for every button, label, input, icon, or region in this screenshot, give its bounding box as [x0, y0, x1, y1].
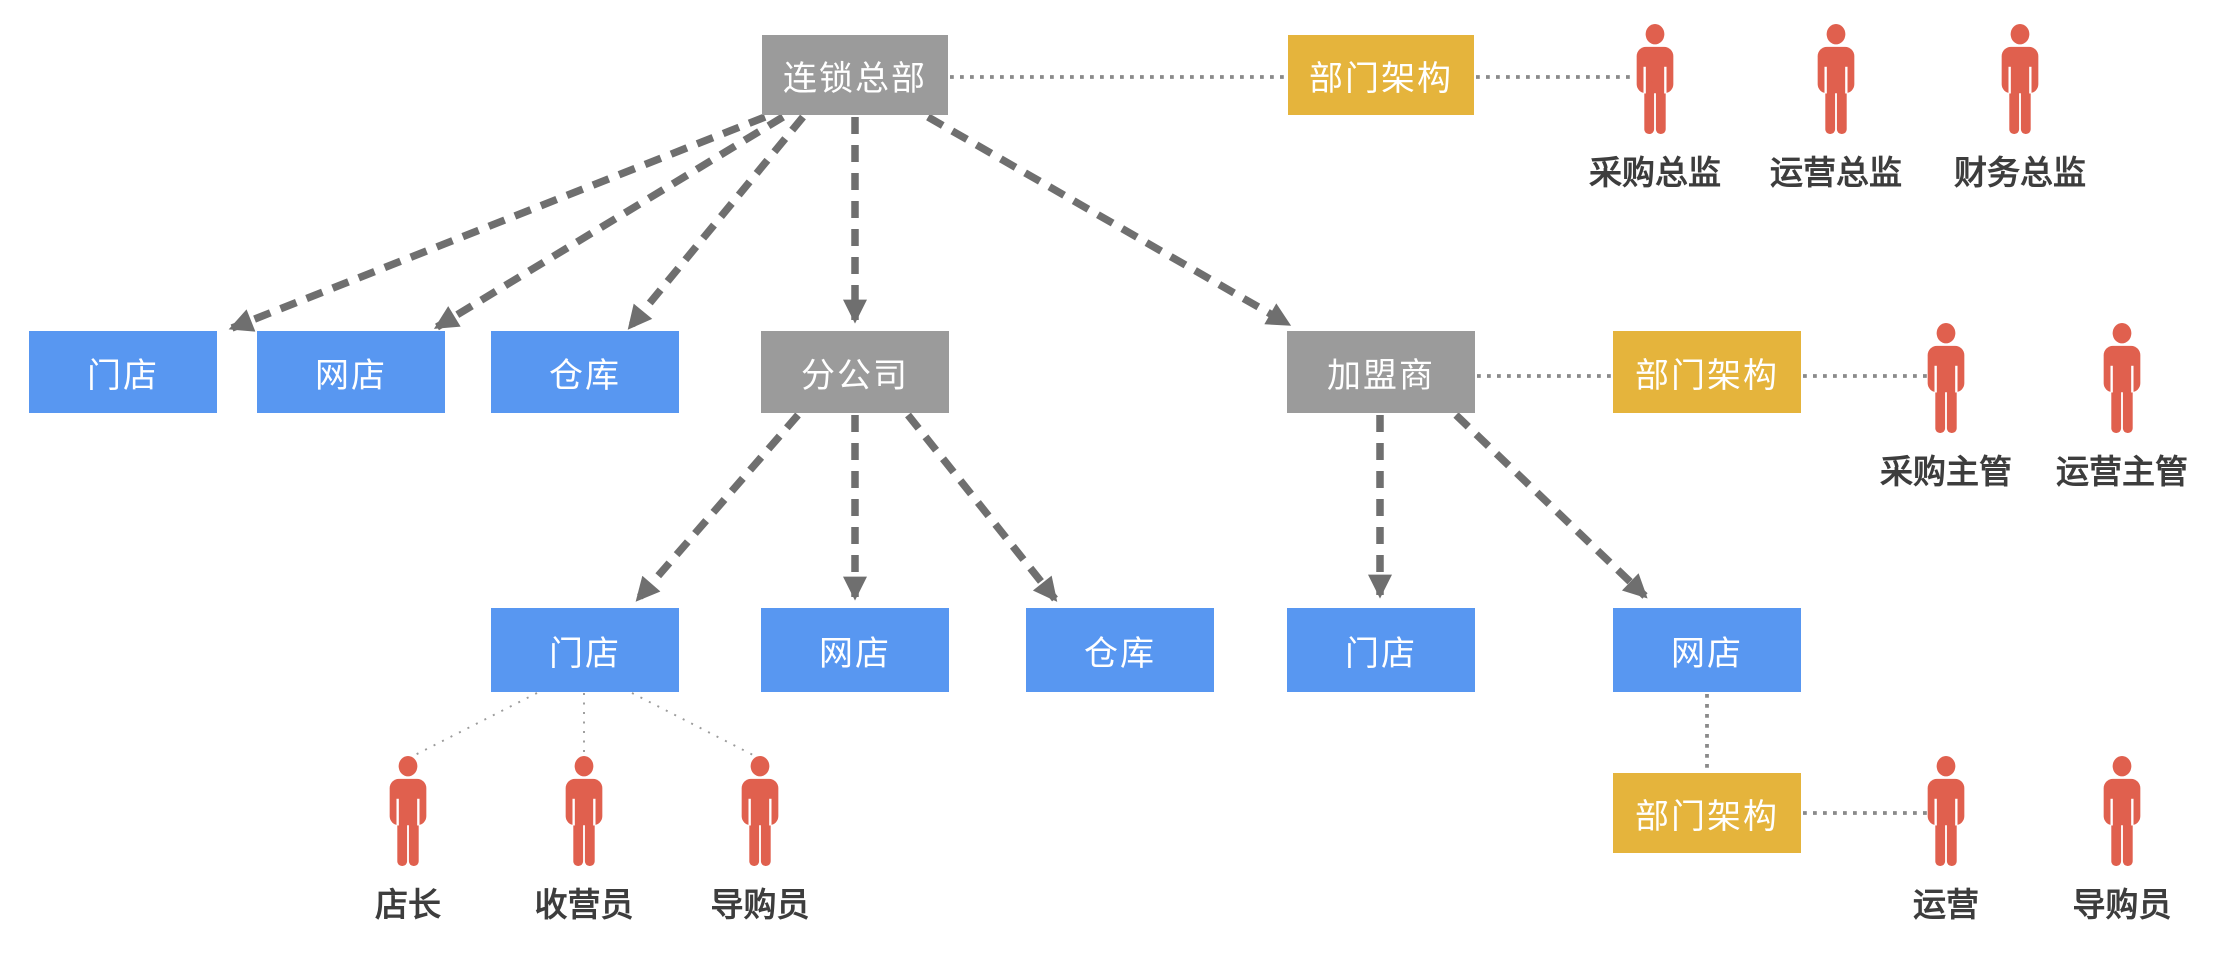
- node-label: 网店: [819, 634, 891, 673]
- edge-hq-to-warehouse: [627, 114, 806, 330]
- person-operation-supervisor: 运营主管: [2032, 323, 2212, 488]
- node-label: 部门架构: [1635, 797, 1779, 836]
- node-label: 网店: [315, 356, 387, 395]
- node-dept-top: 部门架构: [1288, 35, 1474, 115]
- node-dept-bottom: 部门架构: [1613, 773, 1801, 853]
- node-web-fr: 网店: [1613, 608, 1801, 692]
- person-label: 导购员: [710, 886, 810, 923]
- edge-hq-to-webstore: [433, 113, 785, 331]
- node-label: 门店: [549, 634, 621, 673]
- person-icon: [2100, 323, 2144, 433]
- node-label: 门店: [1345, 634, 1417, 673]
- node-store-branch: 门店: [491, 608, 679, 692]
- person-icon: [562, 756, 606, 866]
- node-label: 网店: [1671, 634, 1743, 673]
- node-label: 部门架构: [1635, 356, 1779, 395]
- person-store-manager: 店长: [318, 756, 498, 921]
- node-hq: 连锁总部: [762, 35, 948, 115]
- node-label: 部门架构: [1309, 59, 1453, 98]
- fine-dotted-store-to-manager: [412, 692, 538, 757]
- person-operation-director: 运营总监: [1746, 24, 1926, 189]
- person-operation: 运营: [1856, 756, 2036, 921]
- person-icon: [1998, 24, 2042, 134]
- node-wh-branch: 仓库: [1026, 608, 1214, 692]
- node-dept-mid: 部门架构: [1613, 331, 1801, 413]
- person-label: 采购总监: [1589, 154, 1721, 191]
- node-web-hq: 网店: [257, 331, 445, 413]
- node-label: 仓库: [549, 356, 621, 395]
- node-franchise: 加盟商: [1287, 331, 1475, 413]
- node-wh-hq: 仓库: [491, 331, 679, 413]
- person-finance-director: 财务总监: [1930, 24, 2110, 189]
- person-icon: [738, 756, 782, 866]
- person-label: 收营员: [534, 886, 634, 923]
- edge-branch-to-warehouse: [905, 412, 1058, 602]
- fine-dotted-store-to-guide: [631, 692, 756, 757]
- person-icon: [2100, 756, 2144, 866]
- person-label: 店长: [375, 886, 441, 923]
- person-purchase-director: 采购总监: [1565, 24, 1745, 189]
- person-label: 采购主管: [1880, 453, 2012, 490]
- person-icon: [1633, 24, 1677, 134]
- person-icon: [386, 756, 430, 866]
- person-shopping-guide-1: 导购员: [670, 756, 850, 921]
- node-label: 仓库: [1084, 634, 1156, 673]
- person-label: 导购员: [2072, 886, 2172, 923]
- node-label: 加盟商: [1327, 356, 1435, 395]
- person-label: 财务总监: [1954, 154, 2086, 191]
- person-cashier: 收营员: [494, 756, 674, 921]
- edge-franchise-to-webstore: [1453, 412, 1648, 599]
- node-label: 连锁总部: [783, 59, 927, 98]
- node-label: 分公司: [801, 356, 909, 395]
- edge-branch-to-store: [635, 412, 801, 602]
- person-shopping-guide-2: 导购员: [2032, 756, 2212, 921]
- node-store-hq: 门店: [29, 331, 217, 413]
- edge-hq-to-franchise: [926, 113, 1292, 328]
- node-label: 门店: [87, 356, 159, 395]
- edge-hq-to-store: [228, 113, 767, 332]
- node-web-branch: 网店: [761, 608, 949, 692]
- person-label: 运营主管: [2056, 453, 2188, 490]
- person-label: 运营: [1913, 886, 1979, 923]
- person-icon: [1814, 24, 1858, 134]
- person-purchase-supervisor: 采购主管: [1856, 323, 2036, 488]
- node-branch: 分公司: [761, 331, 949, 413]
- person-icon: [1924, 756, 1968, 866]
- person-label: 运营总监: [1770, 154, 1902, 191]
- node-store-fr: 门店: [1287, 608, 1475, 692]
- person-icon: [1924, 323, 1968, 433]
